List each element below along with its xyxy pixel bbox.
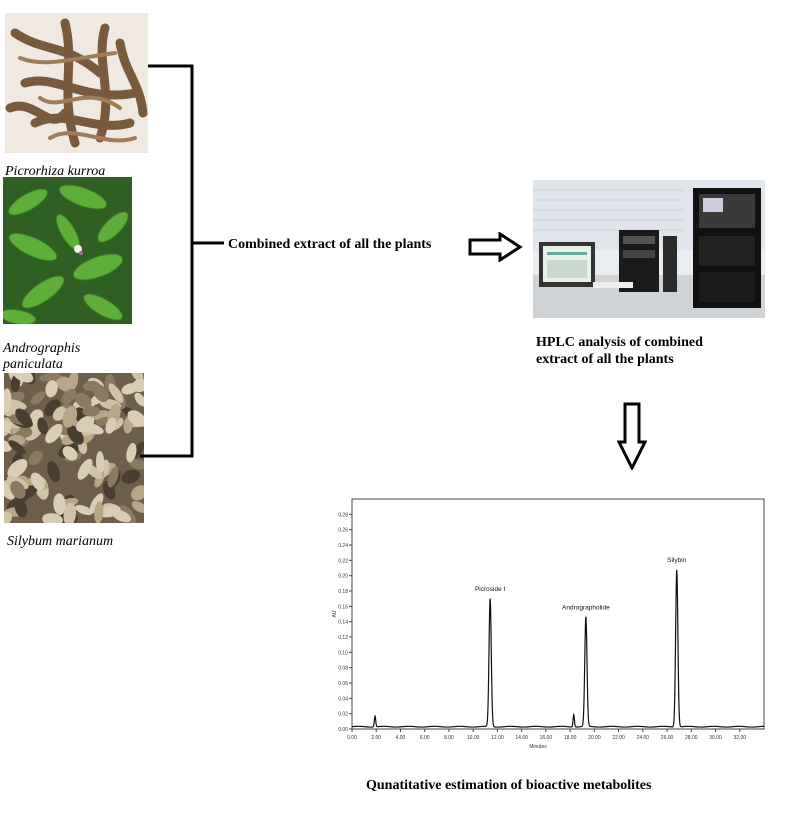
y-tick-label: 0.28 bbox=[338, 512, 348, 518]
y-tick-label: 0.08 bbox=[338, 666, 348, 672]
peak-label: Andrographolide bbox=[562, 604, 610, 611]
plant-caption-picrorhiza: Picrorhiza kurroa bbox=[5, 164, 106, 179]
y-tick-label: 0.02 bbox=[338, 712, 348, 718]
x-tick-label: 2.00 bbox=[371, 735, 381, 741]
x-tick-label: 24.00 bbox=[637, 735, 650, 741]
x-tick-label: 30.00 bbox=[709, 735, 722, 741]
x-tick-label: 8.00 bbox=[444, 735, 454, 741]
y-tick-label: 0.06 bbox=[338, 681, 348, 687]
y-tick-label: 0.20 bbox=[338, 574, 348, 580]
peak-label: Silybin bbox=[667, 557, 687, 564]
x-tick-label: 28.00 bbox=[685, 735, 698, 741]
peak-label: Picroside I bbox=[475, 586, 506, 593]
combined-extract-label: Combined extract of all the plants bbox=[228, 237, 432, 252]
hplc-instrument-image bbox=[533, 180, 765, 318]
y-tick-label: 0.16 bbox=[338, 604, 348, 610]
y-tick-label: 0.00 bbox=[338, 727, 348, 733]
y-tick-label: 0.10 bbox=[338, 650, 348, 656]
plot-frame bbox=[351, 498, 765, 730]
x-tick-label: 4.00 bbox=[396, 735, 406, 741]
arrow-down-icon bbox=[617, 402, 647, 470]
picrorhiza-image bbox=[5, 13, 148, 153]
x-tick-label: 6.00 bbox=[420, 735, 430, 741]
y-tick-label: 0.04 bbox=[338, 696, 348, 702]
x-tick-label: 10.00 bbox=[467, 735, 480, 741]
silybum-image bbox=[4, 373, 144, 523]
y-tick-label: 0.26 bbox=[338, 528, 348, 534]
x-tick-label: 22.00 bbox=[612, 735, 625, 741]
quantitative-estimation-label: Qunatitative estimation of bioactive met… bbox=[366, 778, 652, 793]
x-tick-label: 20.00 bbox=[588, 735, 601, 741]
y-axis-label: AU bbox=[332, 610, 338, 617]
x-tick-label: 12.00 bbox=[491, 735, 504, 741]
x-tick-label: 18.00 bbox=[564, 735, 577, 741]
plant-caption-silybum: Silybum marianum bbox=[7, 534, 114, 549]
y-tick-label: 0.24 bbox=[338, 543, 348, 549]
x-tick-label: 32.00 bbox=[734, 735, 747, 741]
y-tick-label: 0.12 bbox=[338, 635, 348, 641]
y-tick-label: 0.14 bbox=[338, 620, 348, 626]
y-tick-label: 0.18 bbox=[338, 589, 348, 595]
y-tick-label: 0.22 bbox=[338, 558, 348, 564]
x-tick-label: 14.00 bbox=[515, 735, 528, 741]
hplc-analysis-label: HPLC analysis of combined extract of all… bbox=[536, 335, 703, 367]
x-tick-label: 26.00 bbox=[661, 735, 674, 741]
chromatogram-trace bbox=[351, 569, 764, 728]
hplc-chromatogram: 0.00 0.02 0.04 0.06 0.08 0.10 0.12 0.14 0.16 0.18… bbox=[332, 498, 765, 750]
x-tick-label: 16.00 bbox=[540, 735, 553, 741]
arrow-right-icon bbox=[468, 232, 523, 262]
plant-caption-andrographis: Andrographis paniculata bbox=[3, 341, 81, 372]
andrographis-image bbox=[3, 177, 132, 324]
x-axis-label: Minutes bbox=[529, 744, 547, 750]
x-tick-label: 0.00 bbox=[347, 735, 357, 741]
